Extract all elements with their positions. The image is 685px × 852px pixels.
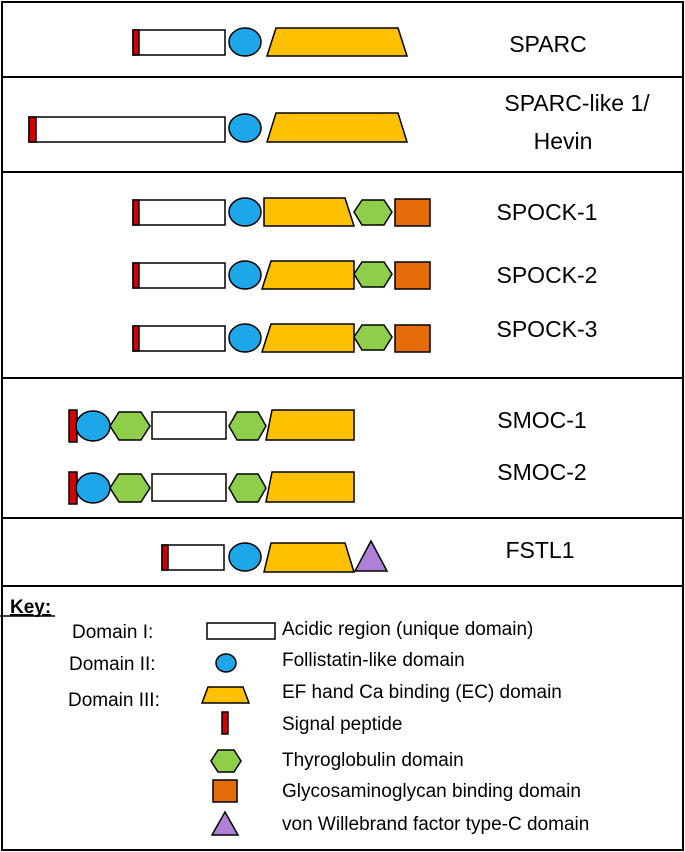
follistatin-domain — [228, 113, 262, 143]
thyroglobulin-domain — [353, 199, 393, 226]
key-title: Key: — [10, 597, 51, 618]
key-item-gag: Glycosaminoglycan binding domain — [282, 781, 581, 802]
row-hevin — [28, 112, 409, 143]
label-sparc: SPARC — [509, 31, 587, 57]
row-sparc — [132, 27, 409, 57]
label-smoc-1: SMOC-1 — [497, 407, 586, 433]
row-fstl1 — [161, 539, 389, 573]
key-item-acidic: Acidic region (unique domain) — [282, 619, 533, 640]
label-spock-3: SPOCK-3 — [497, 316, 598, 342]
label-hevin-line1: SPARC-like 1/ — [504, 90, 650, 116]
row-spock-1 — [132, 197, 431, 227]
key-domain-1-label: Domain I: — [72, 622, 153, 643]
thyroglobulin-domain — [109, 411, 151, 441]
ec-domain — [265, 409, 355, 441]
signal-peptide — [132, 325, 140, 352]
thyroglobulin-domain — [353, 261, 393, 288]
key-item-signal: Signal peptide — [282, 714, 402, 735]
label-fstl1: FSTL1 — [505, 537, 574, 563]
gag-binding-domain — [394, 324, 431, 353]
ec-domain — [265, 471, 355, 503]
ec-domain — [265, 27, 409, 57]
ec-domain — [260, 323, 355, 353]
vwc-triangle-icon — [210, 810, 240, 836]
gag-square-icon — [212, 779, 238, 803]
acidic-region — [28, 116, 226, 143]
key-item-vwc: von Willebrand factor type-C domain — [282, 814, 589, 835]
follistatin-domain — [228, 27, 262, 57]
signal-peptide — [161, 544, 169, 571]
key-domain-3-label: Domain III: — [68, 690, 160, 711]
thyroglobulin-domain — [228, 411, 267, 441]
ec-domain — [263, 197, 356, 227]
signal-peptide — [132, 262, 140, 289]
key-item-thyroglobulin: Thyroglobulin domain — [282, 750, 464, 771]
row-spock-3 — [132, 323, 431, 353]
signal-peptide — [28, 116, 37, 143]
acidic-region — [132, 199, 226, 226]
acidic-region — [151, 411, 227, 440]
row-smoc-1 — [68, 409, 355, 443]
follistatin-circle-icon — [215, 653, 237, 673]
follistatin-domain — [228, 542, 262, 572]
label-hevin-line2: Hevin — [534, 128, 593, 154]
ec-trapezoid-icon — [200, 686, 251, 704]
follistatin-domain — [75, 472, 111, 504]
signal-peptide-icon — [221, 711, 229, 735]
vwc-domain — [353, 539, 389, 572]
signal-peptide — [132, 199, 140, 226]
acidic-region — [132, 325, 226, 352]
key-domain-2-label: Domain II: — [69, 654, 156, 675]
label-spock-2: SPOCK-2 — [497, 262, 598, 288]
thyroglobulin-domain — [228, 473, 267, 503]
acidic-region — [161, 544, 225, 571]
follistatin-domain — [75, 410, 111, 442]
thyroglobulin-domain — [109, 473, 151, 503]
row-spock-2 — [132, 260, 431, 290]
ec-domain — [260, 260, 355, 290]
key-item-follistatin: Follistatin-like domain — [282, 650, 465, 671]
ec-domain — [263, 542, 356, 573]
label-smoc-2: SMOC-2 — [497, 459, 586, 485]
thyroglobulin-hexagon-icon — [210, 749, 242, 773]
gag-binding-domain — [394, 261, 431, 290]
acidic-region — [151, 473, 227, 502]
ec-domain — [265, 112, 409, 143]
row-smoc-2 — [68, 471, 355, 505]
acidic-region — [132, 29, 226, 56]
thyroglobulin-domain — [353, 324, 393, 351]
acidic-box-icon — [206, 622, 276, 640]
gag-binding-domain — [394, 198, 431, 227]
follistatin-domain — [228, 197, 262, 227]
follistatin-domain — [228, 260, 262, 290]
key-item-ec: EF hand Ca binding (EC) domain — [282, 682, 562, 703]
acidic-region — [132, 262, 226, 289]
label-spock-1: SPOCK-1 — [497, 199, 598, 225]
follistatin-domain — [228, 323, 262, 353]
signal-peptide — [132, 29, 140, 56]
panel-key — [1, 585, 684, 851]
